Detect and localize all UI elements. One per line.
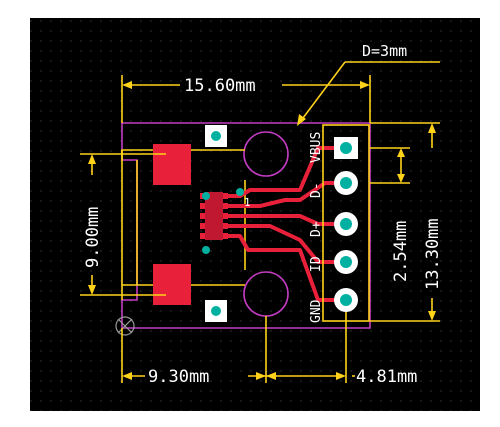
pin-label-id: ID bbox=[309, 256, 324, 272]
vias bbox=[202, 188, 244, 254]
shield-pad-bottom bbox=[153, 264, 191, 305]
dim-right-offset: 4.81mm bbox=[356, 367, 417, 387]
dimension-lines bbox=[80, 61, 440, 383]
dim-hole-diameter: D=3mm bbox=[362, 42, 407, 60]
pin-label-dplus: D+ bbox=[309, 221, 324, 237]
shield-pad-top bbox=[153, 144, 191, 185]
pin-label-gnd: GND bbox=[309, 299, 324, 323]
usb-signal-pads bbox=[200, 192, 228, 240]
dim-pin-pitch: 2.54mm bbox=[391, 221, 411, 282]
header-pins bbox=[334, 137, 358, 312]
dim-left-offset: 9.30mm bbox=[148, 367, 209, 387]
origin-marker bbox=[115, 316, 135, 336]
dim-board-width: 15.60mm bbox=[184, 76, 256, 96]
pin-label-dminus: D- bbox=[309, 182, 324, 198]
mounting-hole-top bbox=[243, 131, 289, 177]
pin1-marker: 1 bbox=[244, 196, 251, 209]
dim-pad-spacing: 9.00mm bbox=[83, 207, 103, 268]
pin-label-vbus: VBUS bbox=[309, 132, 324, 163]
corner-pads bbox=[205, 125, 227, 322]
dim-board-height: 13.30mm bbox=[423, 218, 443, 290]
